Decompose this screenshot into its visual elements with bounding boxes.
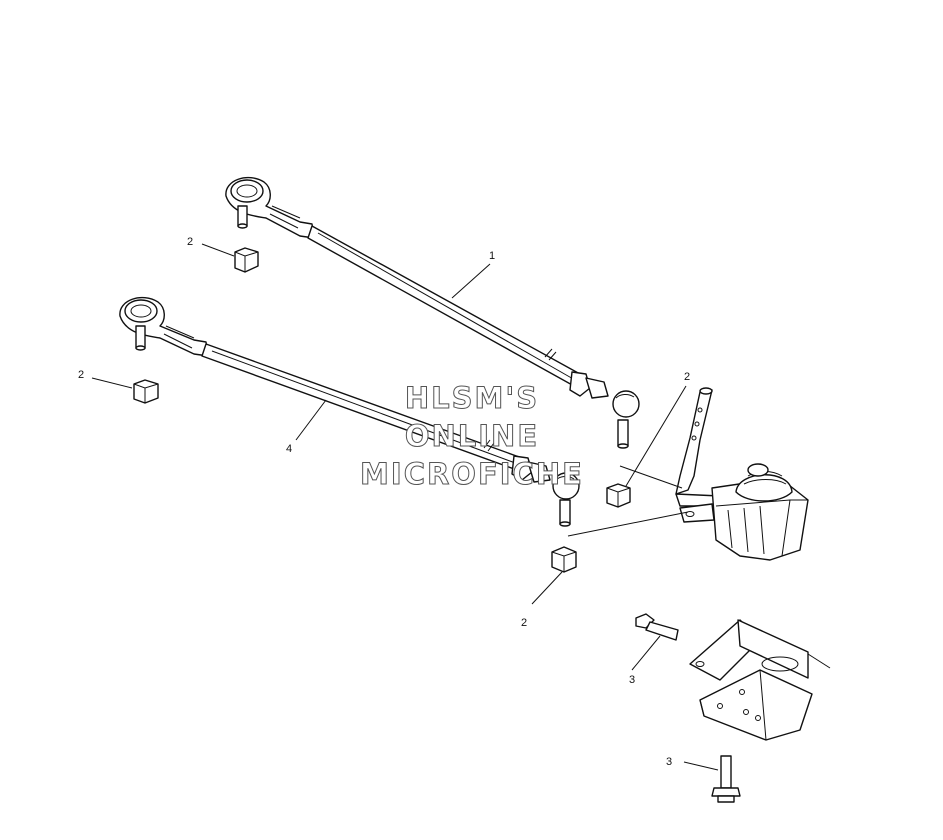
callout-1: 1 (489, 250, 495, 262)
tie-rod-upper[interactable] (225, 177, 640, 449)
mounting-bracket[interactable] (689, 619, 831, 741)
callout-2-upper-left: 2 (187, 236, 193, 248)
callout-3-lower: 3 (666, 756, 672, 768)
watermark-line-1: HLSM'S (405, 381, 539, 415)
callout-2-right-upper: 2 (684, 371, 690, 383)
watermark-line-3: MICROFICHE (360, 457, 584, 491)
hex-nut-upper-left[interactable] (234, 247, 259, 273)
watermark-line-2: ONLINE (405, 419, 539, 453)
hex-nut-right-upper[interactable] (606, 483, 631, 508)
steering-gearbox[interactable] (675, 387, 809, 561)
tie-rod-lower[interactable] (119, 297, 580, 527)
flange-bolt-upper[interactable] (635, 613, 679, 641)
flange-bolt-lower[interactable] (711, 755, 741, 803)
callout-4: 4 (286, 443, 292, 455)
callout-2-lower-left: 2 (78, 369, 84, 381)
callout-2-right-lower: 2 (521, 617, 527, 629)
hex-nut-lower-left[interactable] (133, 379, 159, 404)
callout-3-upper: 3 (629, 674, 635, 686)
hex-nut-right-lower[interactable] (551, 546, 577, 573)
